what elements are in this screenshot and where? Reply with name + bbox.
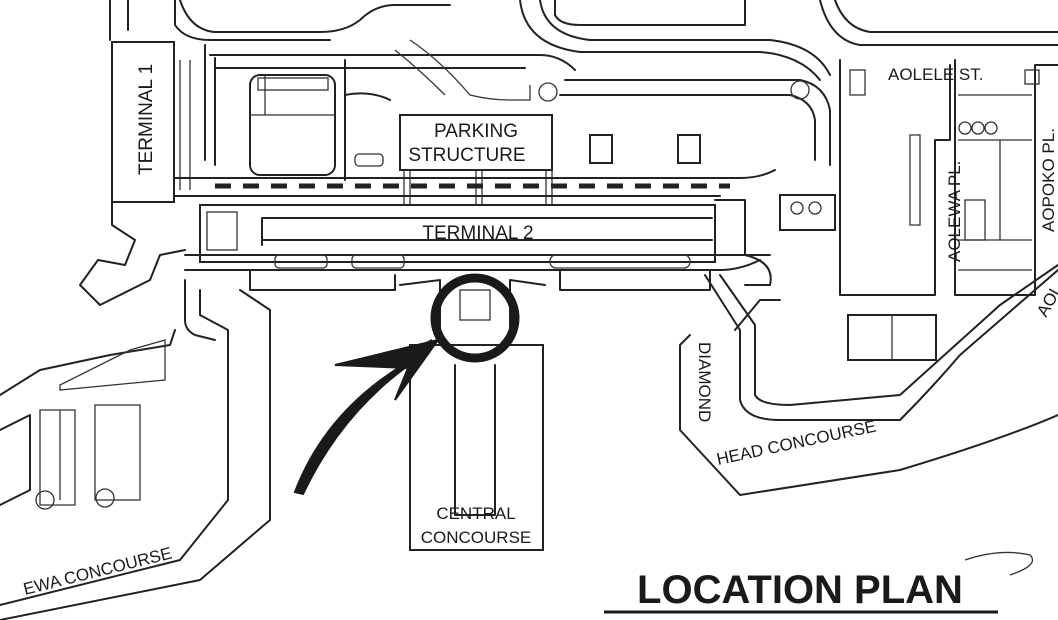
central-concourse: CENTRAL CONCOURSE	[399, 273, 546, 551]
terminal-2-building: TERMINAL 2	[184, 204, 771, 291]
aolele-st-label: AOLELE ST.	[888, 65, 983, 84]
ewa-concourse: EWA CONCOURSE	[0, 279, 271, 620]
location-pointer-arrow	[293, 338, 441, 496]
parking-structure-label-line1: PARKING	[434, 121, 518, 142]
central-concourse-label-line1: CENTRAL	[436, 504, 515, 523]
head-concourse-label: HEAD CONCOURSE	[715, 417, 878, 469]
location-highlight-circle	[430, 273, 520, 363]
location-plan-title: LOCATION PLAN	[604, 551, 1034, 614]
terminal-1-building: TERMINAL 1	[79, 41, 191, 306]
aolewa-pl-label: AOLEWA PL.	[945, 161, 964, 262]
diamond-label: DIAMOND	[695, 342, 714, 422]
utility-building	[249, 74, 384, 176]
aopoko-pl-label: AOPOKO PL.	[1039, 128, 1058, 232]
parking-structure-label-line2: STRUCTURE	[408, 145, 525, 166]
terminal-1-label: TERMINAL 1	[136, 64, 157, 175]
central-concourse-label-line2: CONCOURSE	[421, 528, 532, 547]
top-road-network	[109, 0, 1058, 181]
parking-structure: PARKING STRUCTURE	[399, 114, 701, 215]
aol-partial-label: AOL	[1033, 281, 1058, 320]
title-text: LOCATION PLAN	[637, 568, 963, 612]
terminal-2-label: TERMINAL 2	[422, 223, 533, 244]
right-side-blocks: AOLELE ST. AOLEWA PL. AOPOKO PL. AOL	[779, 59, 1058, 361]
